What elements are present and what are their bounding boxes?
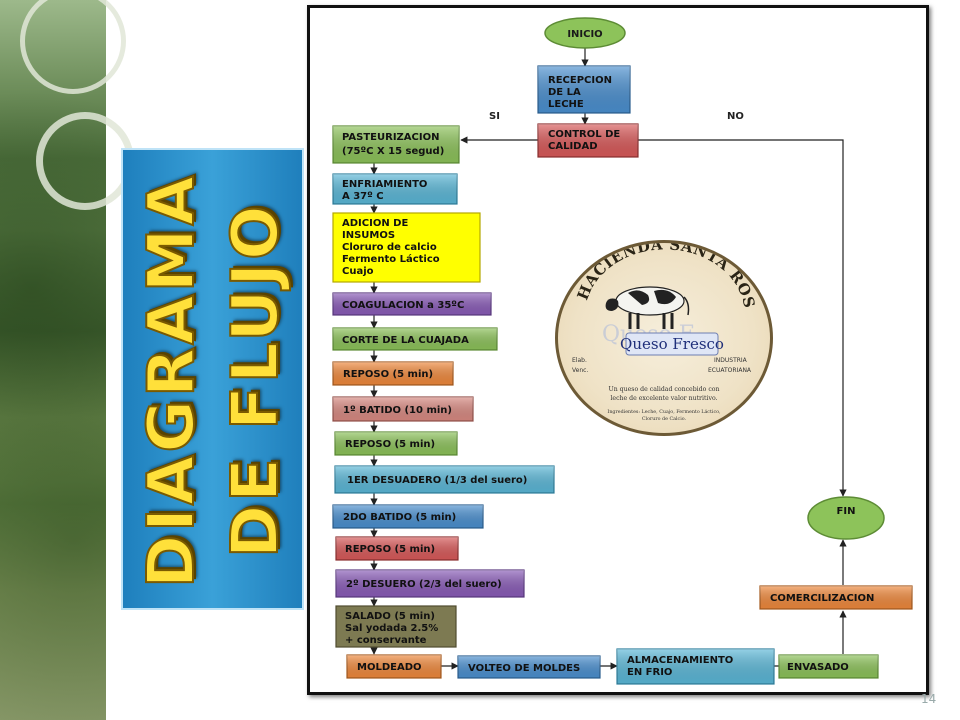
seal-ingredients-2: Cloruro de Calcio. — [642, 416, 687, 422]
node-fin: FIN — [807, 496, 885, 540]
svg-text:REPOSO (5 min): REPOSO (5 min) — [345, 544, 435, 555]
node-coagulacion: COAGULACION a 35ºC — [332, 292, 492, 316]
svg-text:2º DESUERO (2/3 del suero): 2º DESUERO (2/3 del suero) — [346, 579, 502, 590]
node-almacenamiento: ALMACENAMIENTO EN FRIO — [616, 648, 775, 685]
svg-text:+ conservante: + conservante — [345, 635, 427, 646]
svg-text:ENFRIAMIENTO: ENFRIAMIENTO — [342, 179, 427, 190]
seal-label-venc: Venc. — [572, 367, 588, 374]
svg-text:CALIDAD: CALIDAD — [548, 141, 598, 152]
svg-text:Cloruro de calcio: Cloruro de calcio — [342, 242, 437, 253]
node-adicion-insumos: ADICION DE INSUMOS Cloruro de calcio Fer… — [332, 212, 481, 283]
svg-text:EN FRIO: EN FRIO — [627, 667, 672, 678]
svg-text:Fermento Láctico: Fermento Láctico — [342, 253, 440, 265]
node-reposo-3: REPOSO (5 min) — [335, 536, 459, 561]
node-volteo-moldes: VOLTEO DE MOLDES — [457, 655, 601, 679]
svg-text:MOLDEADO: MOLDEADO — [357, 662, 422, 673]
svg-text:2DO BATIDO (5 min): 2DO BATIDO (5 min) — [343, 512, 456, 523]
seal-label-ecuatoriana: ECUATORIANA — [708, 367, 752, 374]
svg-text:Sal yodada 2.5%: Sal yodada 2.5% — [345, 623, 438, 634]
svg-text:PASTEURIZACION: PASTEURIZACION — [342, 132, 439, 143]
svg-text:REPOSO (5 min): REPOSO (5 min) — [345, 439, 435, 450]
arrow-control-no — [638, 139, 847, 497]
node-moldeado: MOLDEADO — [346, 654, 442, 679]
svg-text:COMERCILIZACION: COMERCILIZACION — [770, 593, 874, 604]
node-batido-1: 1º BATIDO (10 min) — [332, 396, 474, 422]
node-pasteurizacion: PASTEURIZACION (75ºC X 15 segud) — [332, 125, 460, 164]
seal-description-1: Un queso de calidad concebido con — [609, 386, 720, 393]
label-si: SI — [489, 111, 500, 122]
seal-product-name: Queso Fresco — [620, 335, 724, 353]
label-no: NO — [727, 111, 744, 122]
svg-text:COAGULACION a 35ºC: COAGULACION a 35ºC — [342, 300, 464, 311]
svg-text:REPOSO (5 min): REPOSO (5 min) — [343, 369, 433, 380]
node-corte-cuajada: CORTE DE LA CUAJADA — [332, 327, 498, 351]
svg-text:CONTROL DE: CONTROL DE — [548, 129, 620, 140]
svg-text:VOLTEO DE MOLDES: VOLTEO DE MOLDES — [468, 663, 580, 674]
svg-text:A 37º C: A 37º C — [342, 191, 384, 202]
connectors — [370, 48, 847, 670]
node-control-calidad: CONTROL DE CALIDAD — [537, 123, 639, 158]
svg-text:ALMACENAMIENTO: ALMACENAMIENTO — [627, 655, 733, 666]
product-label-seal: HACIENDA SANTA ROSA Queso F Queso Fresco… — [555, 240, 773, 436]
seal-graphic: HACIENDA SANTA ROSA Queso F Queso Fresco… — [558, 243, 758, 422]
svg-text:FIN: FIN — [837, 506, 856, 517]
node-batido-2: 2DO BATIDO (5 min) — [332, 504, 484, 529]
node-desuerado-1: 1ER DESUADERO (1/3 del suero) — [334, 465, 555, 494]
svg-text:Cuajo: Cuajo — [342, 266, 374, 277]
node-reposo-2: REPOSO (5 min) — [334, 431, 458, 456]
title-panel — [121, 148, 304, 610]
seal-description-2: leche de excelente valor nutritivo. — [610, 395, 717, 402]
node-salado: SALADO (5 min) Sal yodada 2.5% + conserv… — [335, 605, 457, 648]
svg-text:INSUMOS: INSUMOS — [342, 230, 395, 241]
node-envasado: ENVASADO — [778, 654, 879, 679]
svg-text:CORTE DE LA CUAJADA: CORTE DE LA CUAJADA — [342, 335, 469, 346]
seal-label-industria: INDUSTRIA — [714, 357, 748, 364]
node-desuerado-2: 2º DESUERO (2/3 del suero) — [335, 569, 525, 598]
svg-text:(75ºC X 15 segud): (75ºC X 15 segud) — [342, 146, 444, 157]
svg-text:SALADO (5 min): SALADO (5 min) — [345, 611, 435, 622]
node-reposo-1: REPOSO (5 min) — [332, 361, 454, 386]
svg-text:DE LA: DE LA — [548, 87, 581, 98]
decorative-ring — [20, 0, 126, 94]
svg-text:RECEPCION: RECEPCION — [548, 75, 612, 86]
page-number: 14 — [921, 692, 937, 706]
node-inicio: INICIO — [544, 17, 626, 49]
node-comercializacion: COMERCILIZACION — [759, 585, 913, 610]
svg-text:ADICION DE: ADICION DE — [342, 218, 408, 229]
node-enfriamiento: ENFRIAMIENTO A 37º C — [332, 173, 458, 205]
seal-ingredients-1: Ingredientes: Leche, Cuajo, Fermento Lác… — [607, 408, 721, 415]
svg-text:1ER DESUADERO (1/3 del suero): 1ER DESUADERO (1/3 del suero) — [347, 475, 527, 486]
cow-icon — [605, 286, 690, 329]
svg-text:INICIO: INICIO — [567, 29, 602, 40]
svg-text:1º BATIDO (10 min): 1º BATIDO (10 min) — [343, 405, 452, 416]
seal-label-elab: Elab. — [572, 357, 587, 364]
svg-text:ENVASADO: ENVASADO — [787, 662, 849, 673]
node-recepcion: RECEPCION DE LA LECHE — [537, 65, 631, 114]
svg-text:LECHE: LECHE — [548, 99, 584, 110]
